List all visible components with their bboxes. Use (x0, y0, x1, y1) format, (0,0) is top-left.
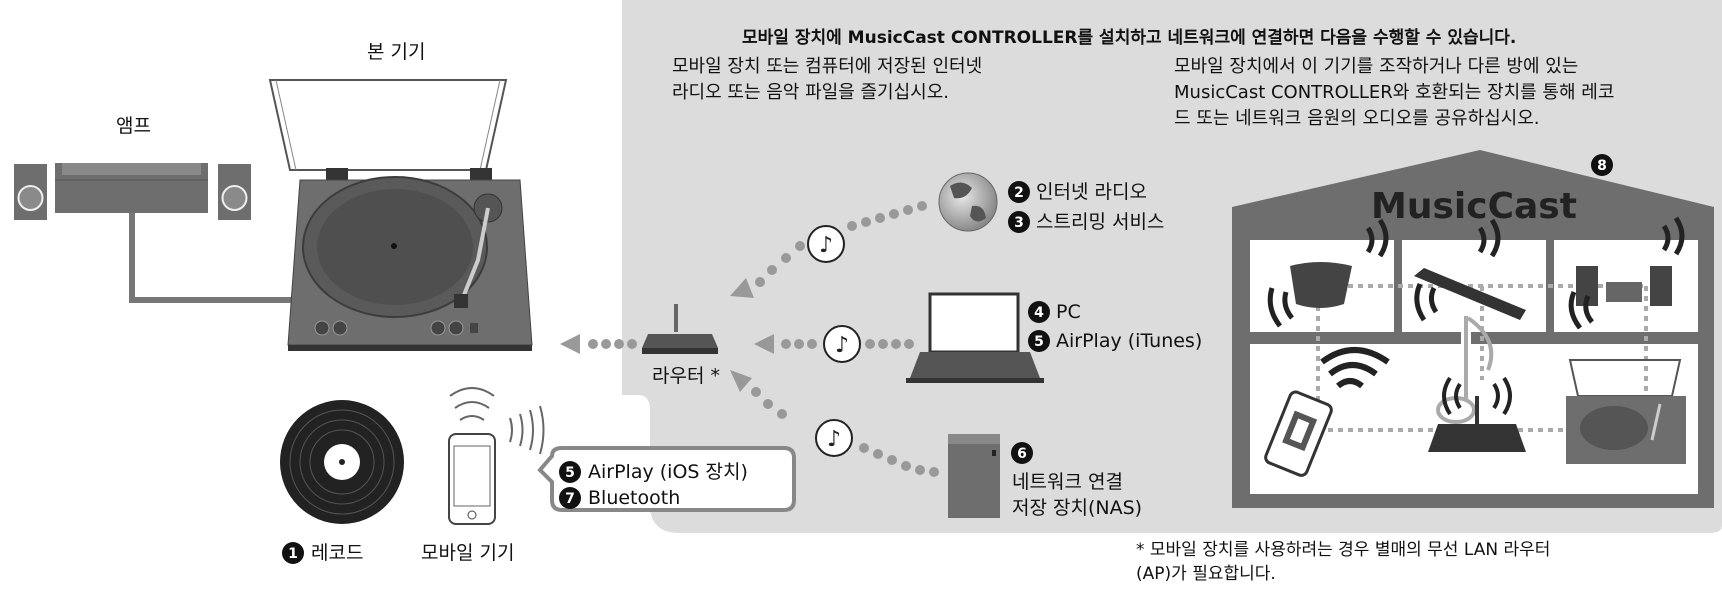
svg-text:♪: ♪ (819, 233, 833, 258)
music-note-icon-pc: ♪ (823, 325, 861, 363)
badge-2 (1008, 181, 1030, 203)
panel-title: 모바일 장치에 MusicCast CONTROLLER를 설치하고 네트워크에… (742, 28, 1517, 48)
nas-to-router-dots (730, 370, 939, 477)
footnote-line: (AP)가 필요합니다. (1136, 564, 1276, 584)
router-graphic (642, 304, 718, 354)
right-paragraph-line: 모바일 장치에서 이 기기를 조작하거나 다른 방에 있는 (1174, 56, 1579, 77)
amp-label: 앰프 (116, 115, 151, 137)
badge-1 (282, 542, 304, 564)
mobile-label: 모바일 기기 (421, 542, 515, 564)
badge-7-num: 7 (565, 491, 575, 507)
laptop-icon (906, 292, 1044, 383)
right-paragraph-line: 드 또는 네트워크 음원의 오디오를 공유하십시오. (1174, 108, 1540, 129)
mobile-device-graphic (448, 387, 545, 525)
badge-4 (1028, 301, 1050, 323)
airplay-itunes-label: AirPlay (iTunes) (1056, 330, 1203, 352)
left-paragraph-line: 라디오 또는 음악 파일을 즐기십시오. (672, 82, 950, 103)
amp-system-graphic (14, 163, 251, 220)
left-paragraph-line: 모바일 장치 또는 컴퓨터에 저장된 인터넷 (672, 56, 983, 77)
badge-7 (559, 487, 581, 509)
internet-to-router-dots (730, 201, 927, 298)
badge-6-num: 6 (1017, 446, 1027, 462)
right-paragraph-line: MusicCast CONTROLLER와 호환되는 장치를 통해 레코 (1174, 82, 1615, 103)
nas-label-2: 저장 장치(NAS) (1012, 497, 1143, 519)
main-unit-label: 본 기기 (367, 41, 426, 63)
musiccast-house-graphic (1232, 150, 1714, 508)
music-note-icon-nas: ♪ (815, 419, 853, 457)
badge-6 (1011, 442, 1033, 464)
badge-3-num: 3 (1014, 215, 1024, 231)
badge-8 (1591, 154, 1613, 176)
globe-icon (938, 172, 998, 232)
record-graphic (280, 400, 404, 524)
streaming-label: 스트리밍 서비스 (1036, 211, 1165, 233)
record-label: 레코드 (311, 542, 364, 564)
badge-5a (1028, 330, 1050, 352)
internet-radio-label: 인터넷 라디오 (1036, 181, 1147, 203)
badge-3 (1008, 211, 1030, 233)
nas-label-1: 네트워크 연결 (1012, 471, 1123, 493)
badge-8-num: 8 (1597, 158, 1607, 174)
bluetooth-label: Bluetooth (588, 487, 681, 509)
router-label: 라우터 * (652, 365, 720, 387)
pc-to-router-dots (754, 334, 914, 354)
footnote: * 모바일 장치를 사용하려는 경우 별매의 무선 LAN 라우터 (AP)가 … (1136, 538, 1550, 586)
badge-5b (559, 461, 581, 483)
musiccast-logo: MusicCast (1371, 186, 1577, 227)
pc-label: PC (1056, 301, 1081, 323)
badge-1-num: 1 (288, 546, 298, 562)
left-paragraph: 모바일 장치 또는 컴퓨터에 저장된 인터넷 라디오 또는 음악 파일을 즐기십… (672, 54, 982, 106)
svg-text:♪: ♪ (835, 333, 849, 358)
nas-icon (948, 434, 1000, 518)
airplay-bluetooth-callout (537, 446, 796, 512)
right-paragraph: 모바일 장치에서 이 기기를 조작하거나 다른 방에 있는 MusicCast … (1174, 54, 1614, 132)
badge-5b-num: 5 (565, 465, 575, 481)
badge-5a-num: 5 (1034, 334, 1044, 350)
svg-text:♪: ♪ (827, 427, 841, 452)
turntable-graphic (268, 79, 533, 351)
badge-4-num: 4 (1034, 305, 1044, 321)
music-note-icon-internet: ♪ (807, 225, 845, 263)
router-to-turntable-dots (560, 334, 637, 354)
footnote-line: * 모바일 장치를 사용하려는 경우 별매의 무선 LAN 라우터 (1136, 540, 1551, 560)
airplay-ios-label: AirPlay (iOS 장치) (588, 461, 748, 483)
badge-2-num: 2 (1014, 185, 1024, 201)
amp-cable (129, 213, 300, 303)
